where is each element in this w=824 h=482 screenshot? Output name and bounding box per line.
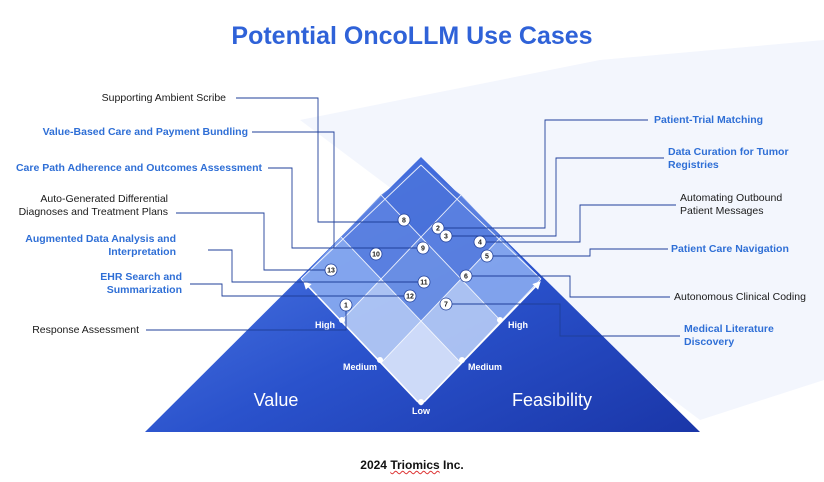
page-title: Potential OncoLLM Use Cases	[231, 22, 593, 50]
marker-3-number: 3	[444, 234, 448, 241]
marker-12-circle	[403, 289, 417, 303]
tick-dot-right-high	[497, 317, 503, 323]
label-response-assessment: Response Assessment	[32, 324, 139, 336]
feasibility-axis-word: Feasibility	[512, 390, 592, 410]
label-augmented-data-analysis: Augmented Data Analysis and Interpretati…	[25, 233, 176, 258]
marker-10-number: 10	[372, 252, 380, 259]
level-label-low: Low	[412, 406, 431, 416]
label-supporting-ambient-scribe: Supporting Ambient Scribe	[101, 92, 226, 104]
marker-13-number: 13	[327, 268, 335, 275]
marker-12-number: 12	[406, 294, 414, 301]
footer-company: Triomics	[390, 458, 440, 472]
footer-year: 2024	[360, 458, 387, 472]
label-care-path-adherence: Care Path Adherence and Outcomes Assessm…	[15, 162, 262, 174]
label-automating-outbound: Automating Outbound Patient Messages	[680, 192, 783, 217]
label-autonomous-clinical-coding: Autonomous Clinical Coding	[674, 291, 806, 303]
marker-9-number: 9	[421, 246, 425, 253]
tick-dot-right-medium	[459, 357, 465, 363]
marker-5-circle	[480, 249, 494, 263]
backdrop-shape	[300, 40, 824, 420]
marker-4-number: 4	[478, 240, 482, 247]
marker-4-circle	[473, 235, 487, 249]
marker-6-circle	[459, 269, 473, 283]
label-ehr-search: EHR Search and Summarization	[100, 271, 182, 296]
grid-cell-top	[381, 165, 461, 237]
marker-11-circle	[417, 275, 431, 289]
level-label-left-medium: Medium	[343, 362, 377, 372]
label-auto-generated-differential: Auto-Generated Differential Diagnoses an…	[18, 193, 168, 218]
marker-10-circle	[369, 247, 383, 261]
leader-lines-left	[146, 97, 424, 331]
value-axis-arrow	[303, 281, 419, 403]
value-axis-word: Value	[254, 390, 299, 410]
marker-2-number: 2	[436, 226, 440, 233]
footer-suffix: Inc.	[443, 458, 464, 472]
marker-8-number: 8	[402, 218, 406, 225]
marker-1-circle	[339, 298, 353, 312]
footer-copyright: 2024 Triomics Inc.	[0, 458, 824, 472]
marker-11-number: 11	[420, 280, 428, 287]
marker-6-number: 6	[464, 274, 468, 281]
marker-5-number: 5	[485, 254, 489, 261]
marker-9-circle	[416, 241, 430, 255]
label-medical-literature: Medical Literature Discovery	[684, 323, 774, 348]
level-label-right-high: High	[508, 320, 528, 330]
marker-2-circle	[431, 221, 445, 235]
tick-dot-left-medium	[377, 357, 383, 363]
marker-8-circle	[397, 213, 411, 227]
label-patient-trial-matching: Patient-Trial Matching	[654, 114, 764, 126]
tick-dot-low	[418, 399, 424, 405]
level-label-right-medium: Medium	[468, 362, 502, 372]
label-patient-care-navigation: Patient Care Navigation	[671, 243, 789, 255]
tick-dot-left-high	[339, 317, 345, 323]
marker-1-number: 1	[344, 303, 348, 310]
label-data-curation: Data Curation for Tumor Registries	[668, 146, 789, 171]
marker-7-circle	[439, 297, 453, 311]
marker-7-number: 7	[444, 302, 448, 309]
marker-13-circle	[324, 263, 338, 277]
label-value-based-care: Value-Based Care and Payment Bundling	[42, 126, 248, 138]
level-label-left-high: High	[315, 320, 335, 330]
leader-lines-right	[438, 119, 680, 337]
marker-3-circle	[439, 229, 453, 243]
